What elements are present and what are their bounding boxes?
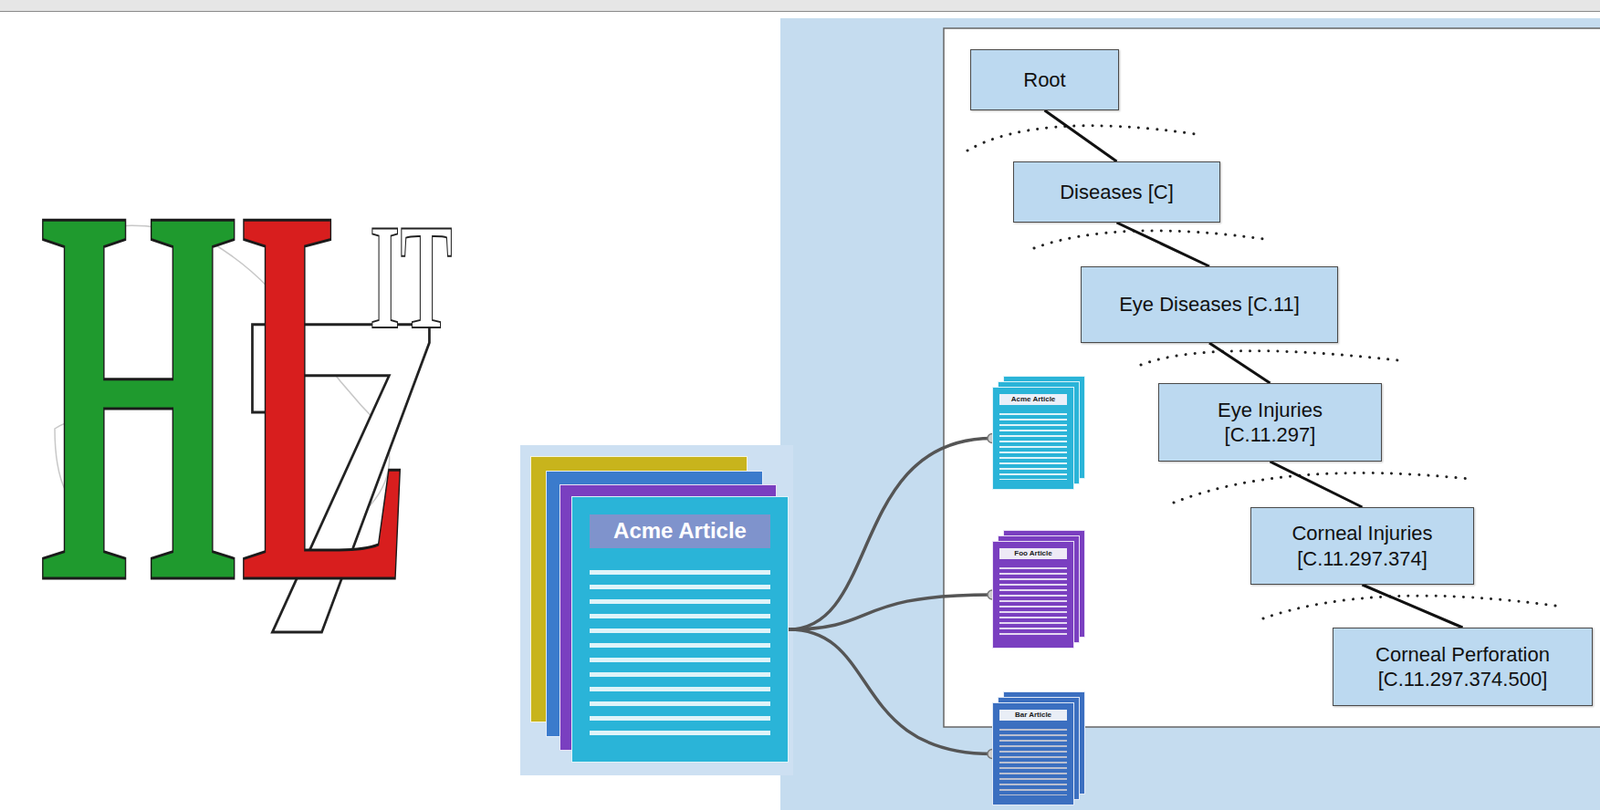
link-curve [788,439,993,631]
dotted-fan [1140,351,1399,366]
top-strip [0,0,1600,12]
hierarchy-line [1045,110,1118,162]
hierarchy-line [1117,222,1211,267]
logo-letter: H [38,120,239,669]
article-page: Foo Article [992,541,1075,649]
category-label: Eye Injuries [C.11.297] [1192,397,1349,449]
category-box: Diseases [C] [1013,161,1221,223]
hierarchy-line [1270,461,1363,508]
category-box: Eye Diseases [C.11] [1080,266,1339,344]
text-lines [999,729,1067,796]
category-box: Corneal Perforation [C.11.297.374.500] [1332,627,1593,707]
link-curve [788,595,993,630]
text-lines [999,413,1067,481]
text-lines [999,567,1067,639]
category-label: Corneal Perforation [C.11.297.374.500] [1349,642,1578,693]
article-title: Bar Article [1014,711,1052,721]
category-box: Eye Injuries [C.11.297] [1158,383,1382,462]
article-page: Bar Article [992,702,1075,806]
hierarchy-line [1362,585,1464,628]
category-label: Root [1023,67,1066,94]
article-header: Acme Article [589,514,771,549]
article-title: Acme Article [613,518,747,545]
article-title: Foo Article [1014,549,1052,559]
article-header: Acme Article [999,394,1067,406]
article-page: Acme Article [992,386,1075,491]
category-label: Diseases [C] [1059,179,1174,206]
logo-letter: IT [369,201,453,353]
article-title: Acme Article [1011,395,1057,405]
category-box: Root [970,49,1119,111]
category-label: Eye Diseases [C.11] [1118,292,1300,318]
category-box: Corneal Injuries [C.11.297.374] [1250,507,1475,586]
article-header: Foo Article [999,548,1067,560]
white-panel [943,28,1600,728]
stack-ground [520,445,794,776]
hierarchy-line [1209,343,1271,384]
article-page: Acme Article [571,496,789,764]
link-curve [788,629,993,755]
article-header: Bar Article [999,710,1067,722]
text-lines [589,570,771,738]
category-label: Corneal Injuries [C.11.297.374] [1271,521,1454,572]
